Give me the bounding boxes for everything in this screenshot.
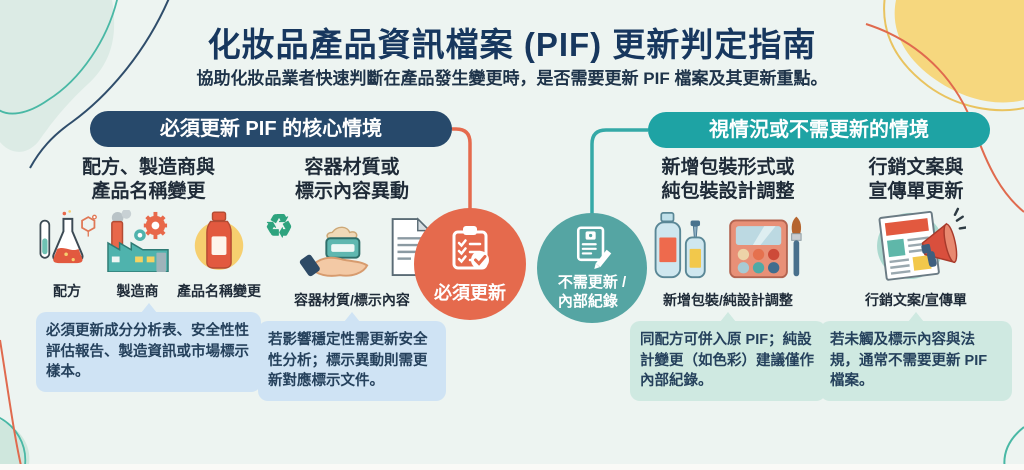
column-heading: 新增包裝形式或 純包裝設計調整 — [630, 156, 826, 206]
column-heading: 行銷文案與 宣傳單更新 — [820, 156, 1012, 206]
note-box-packaging: 同配方可併入原 PIF；純設計變更（如色彩）建議僅作內部紀錄。 — [630, 312, 826, 401]
product-name-stack: 產品名稱變更 — [177, 210, 261, 299]
icon-row — [820, 207, 1012, 286]
palette-brush-icon — [726, 211, 810, 286]
formula-stack: 配方 — [36, 210, 98, 299]
page-subtitle: 協助化妝品業者快速判斷在產品發生變更時，是否需要更新 PIF 檔案及其更新重點。 — [196, 69, 828, 88]
no-update-badge: 不需更新 / 內部紀錄 — [537, 213, 647, 323]
no-update-label: 不需更新 / 內部紀錄 — [558, 274, 626, 312]
icon-label: 行銷文案/宣傳單 — [865, 292, 967, 308]
heading-line2: 宣傳單更新 — [868, 181, 964, 203]
heading-line1: 配方、製造商與 — [81, 157, 215, 178]
icon-label: 新增包裝/純設計調整 — [663, 292, 793, 308]
column-container-label: 容器材質或 標示內容異動 ♻ — [258, 156, 446, 401]
section-header-conditional: 視情況或不需更新的情境 — [648, 112, 990, 148]
bottles-packaging-icon — [646, 211, 720, 286]
page-title: 化妝品產品資訊檔案 (PIF) 更新判定指南 — [207, 26, 817, 63]
icon-row: 配方 — [36, 209, 261, 299]
column-heading: 容器材質或 標示內容異動 — [258, 156, 446, 206]
flyer-megaphone-icon — [866, 207, 968, 286]
icon-label: 配方 — [53, 283, 81, 299]
clipboard-check-icon — [446, 224, 494, 277]
column-packaging: 新增包裝形式或 純包裝設計調整 — [630, 156, 826, 401]
must-update-label: 必須更新 — [434, 282, 506, 303]
no-update-label-line2: 內部紀錄 — [557, 292, 618, 310]
heading-line1: 容器材質或 — [304, 157, 400, 178]
section-header-must-update: 必須更新 PIF 的核心情境 — [90, 111, 452, 147]
heading-line2: 純包裝設計調整 — [661, 181, 795, 203]
note-box-marketing: 若未觸及標示內容與法規，通常不需要更新 PIF 檔案。 — [820, 312, 1012, 401]
icon-label: 製造商 — [116, 283, 159, 299]
no-update-label-line1: 不需更新 / — [557, 273, 627, 291]
heading-line1: 新增包裝形式或 — [661, 157, 795, 178]
column-formula-manufacturer-name: 配方、製造商與 產品名稱變更 — [36, 156, 261, 392]
heading-line1: 行銷文案與 — [868, 157, 964, 178]
factory-icon — [100, 209, 176, 277]
note-box-container: 若影響穩定性需更新安全性分析；標示異動則需更新對應標示文件。 — [258, 312, 446, 401]
document-pencil-icon — [570, 225, 614, 274]
note-box-formula: 必須更新成分分析表、安全性性評估報告、製造資訊或市場標示樣本。 — [36, 303, 261, 392]
must-update-badge: 必須更新 — [414, 208, 526, 320]
recycle-icon: ♻ — [264, 208, 294, 244]
icon-row — [630, 210, 826, 286]
column-marketing: 行銷文案與 宣傳單更新 — [820, 156, 1012, 401]
manufacturer-stack: 製造商 — [100, 209, 176, 299]
bottle-icon — [192, 210, 246, 277]
heading-line2: 標示內容異動 — [294, 181, 409, 203]
flask-icon — [36, 210, 98, 277]
hand-cream-jar-icon — [299, 213, 377, 286]
icon-label: 產品名稱變更 — [177, 283, 261, 299]
icon-label: 容器材質/標示內容 — [294, 292, 410, 308]
column-heading: 配方、製造商與 產品名稱變更 — [36, 156, 261, 206]
heading-line2: 產品名稱變更 — [91, 181, 206, 203]
